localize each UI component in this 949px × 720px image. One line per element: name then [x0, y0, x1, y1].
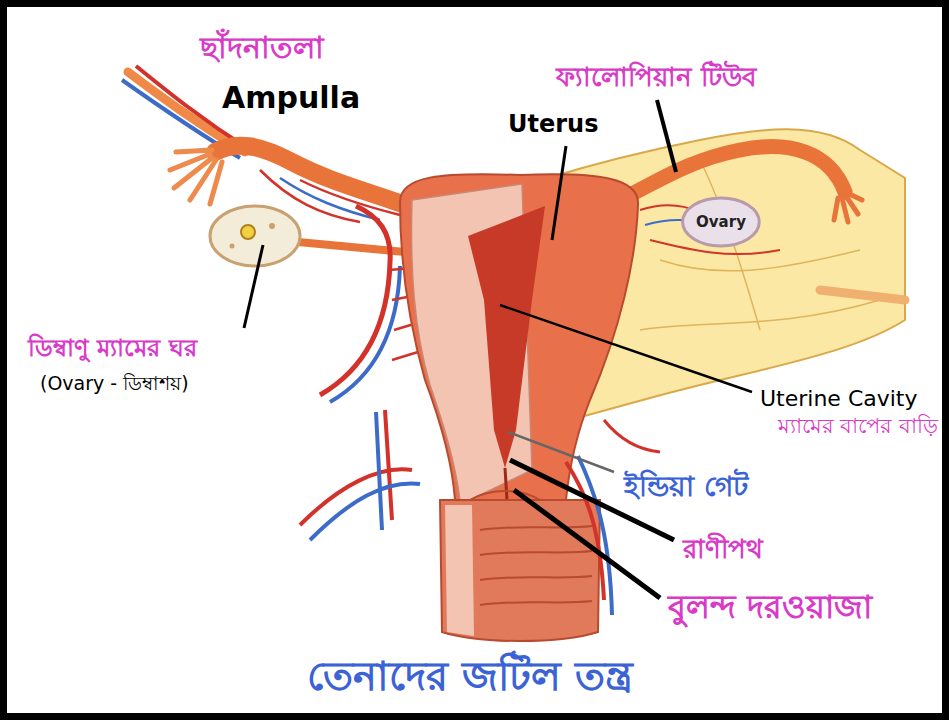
- leader-line: [244, 245, 263, 328]
- vessel: [300, 410, 412, 525]
- vessel: [604, 420, 660, 452]
- anatomy-label: ডিম্বাণু ম্যামের ঘর: [28, 334, 197, 363]
- anatomy-label: Ampulla: [222, 80, 360, 116]
- fimbriae: [834, 192, 862, 222]
- anatomy-label: (Ovary - ডিম্বাশয়): [40, 372, 189, 395]
- vessel: [578, 456, 612, 615]
- anatomy-label: বুলন্দ দরওয়াজা: [668, 588, 872, 626]
- uterine-cavity: [468, 206, 545, 468]
- follicle: [230, 244, 235, 249]
- anatomy-label: ছাঁদনাতলা: [200, 30, 324, 66]
- left-ovary: [210, 206, 300, 266]
- ovary-label: Ovary: [681, 213, 761, 231]
- leader-line: [552, 146, 566, 240]
- fimbriae: [170, 150, 222, 204]
- anatomy-label: ইন্ডিয়া গেট: [624, 470, 748, 504]
- uterine-vein: [330, 266, 400, 402]
- uterine-artery: [320, 206, 390, 395]
- vessel: [280, 178, 380, 220]
- uterus: [400, 174, 638, 500]
- vagina: [440, 500, 600, 641]
- round-ligament: [820, 290, 905, 300]
- anatomy-label: Uterus: [508, 110, 598, 139]
- cervical-canal: [505, 468, 507, 500]
- ovary-shape: Ovary: [681, 196, 761, 248]
- anatomy-label: ফ্যালোপিয়ান টিউব: [556, 62, 756, 93]
- caption: তেনাদের জটিল তন্ত্র: [307, 652, 633, 700]
- anatomy-label: রাণীপথ: [683, 534, 763, 565]
- leader-line: [514, 490, 660, 598]
- leader-line: [657, 100, 676, 172]
- anatomy-label: ম্যামের বাপের বাড়ি: [778, 414, 938, 439]
- leader-line: [500, 305, 752, 392]
- follicle: [269, 223, 275, 229]
- anatomy-label: Uterine Cavity: [760, 386, 918, 412]
- vaginal-wall-section: [445, 505, 474, 636]
- right-fallopian-tube: [628, 147, 845, 196]
- vessel: [310, 412, 420, 540]
- follicle: [241, 225, 255, 239]
